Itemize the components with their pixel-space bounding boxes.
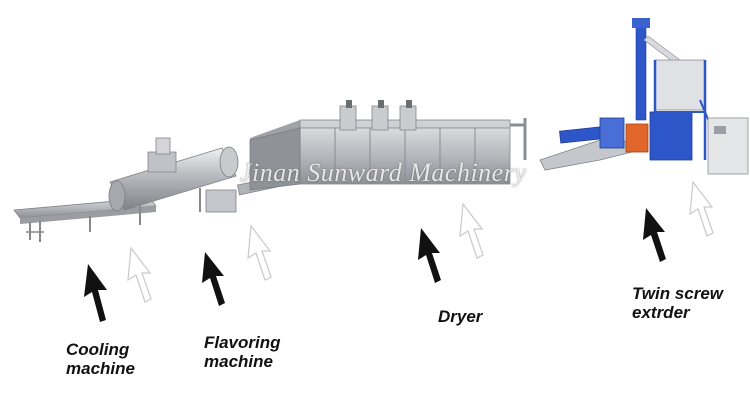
twin-screw-extruder [539, 18, 749, 175]
label-line: machine [204, 352, 273, 371]
flavoring-drum [108, 137, 287, 222]
arrow-outline-icon-dryer [459, 202, 484, 259]
label-twin-screw-extruder: Twin screw extrder [632, 284, 723, 322]
label-line: extrder [632, 303, 690, 322]
label-line: Flavoring [204, 333, 281, 352]
arrow-icon-extruder [643, 208, 666, 262]
label-line: machine [66, 359, 135, 378]
arrow-outline-icon-extruder [689, 180, 714, 237]
arrow-icon-flavoring [202, 252, 225, 306]
arrow-outline-icon-flavoring [247, 224, 272, 281]
label-dryer: Dryer [438, 307, 482, 326]
label-line: Cooling [66, 340, 130, 359]
arrow-icon-cooling [84, 264, 107, 322]
label-flavoring-machine: Flavoring machine [204, 333, 281, 371]
dryer-machine [249, 100, 527, 191]
label-line: Twin screw [632, 284, 724, 303]
label-cooling-machine: Cooling machine [66, 340, 135, 378]
arrow-outline-icon-cooling [127, 246, 152, 303]
watermark-text: Jinan Sunward Machinery [240, 158, 527, 187]
label-line: Dryer [438, 307, 483, 326]
arrow-icon-dryer [418, 228, 441, 283]
